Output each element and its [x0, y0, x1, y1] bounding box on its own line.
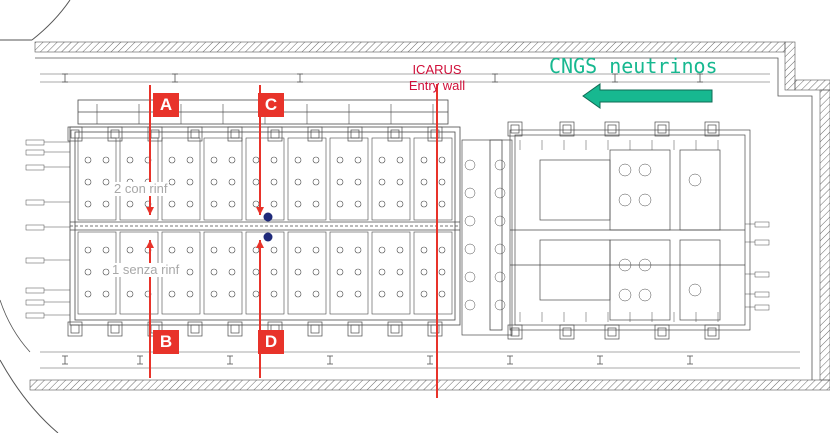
entry-wall-label-line1: ICARUS	[412, 62, 462, 77]
detector-dot-upper	[263, 212, 273, 222]
entry-wall-label: ICARUS Entry wall	[398, 62, 476, 94]
label-D: D	[258, 330, 284, 354]
entry-wall-label-line2: Entry wall	[408, 78, 466, 93]
right-wall-lower-hatch	[819, 89, 830, 381]
beam-arrow	[582, 83, 713, 109]
hall-inner-outline	[35, 57, 813, 380]
tunnel-outline-upper	[31, 0, 71, 41]
left-side-tags	[25, 139, 70, 319]
beam-label: CNGS neutrinos	[549, 54, 718, 78]
module-lower-label: 1 senza rinf	[110, 262, 182, 277]
detector-dot-lower	[263, 232, 273, 242]
label-C: C	[258, 93, 284, 117]
right-wall-hatch-ext	[794, 79, 830, 91]
support-piers	[67, 121, 720, 340]
crane-rail-markers	[62, 73, 703, 365]
plant-detail	[464, 140, 719, 322]
module-upper-label: 2 con rinf	[112, 181, 170, 196]
tunnel-outline-lower	[0, 359, 59, 433]
label-A: A	[153, 93, 179, 117]
cryogenic-plant	[461, 129, 751, 336]
module-grid	[77, 104, 453, 315]
label-B: B	[153, 330, 179, 354]
right-wall-hatch-top	[784, 41, 796, 91]
right-side-tags	[745, 221, 770, 311]
bottom-wall-hatch	[29, 379, 830, 391]
top-wall-hatch	[34, 41, 786, 53]
